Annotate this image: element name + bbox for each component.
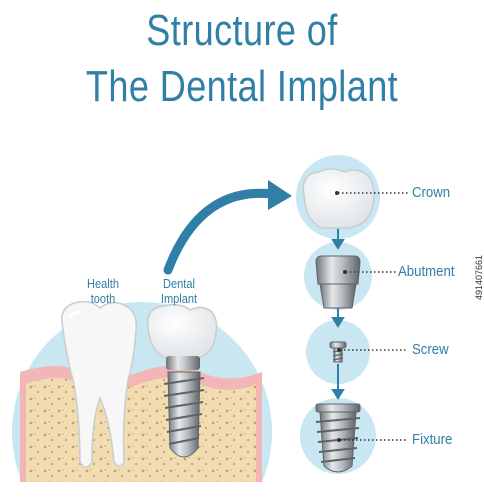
curved-arrow xyxy=(163,188,277,275)
screw-part xyxy=(329,341,347,363)
part-label-fixture: Fixture xyxy=(412,431,453,448)
part-label-crown: Crown xyxy=(412,184,451,201)
title-line-1: Structure of xyxy=(146,6,338,55)
stock-id: 491407661 xyxy=(474,254,484,300)
label-health-tooth-text: Health tooth xyxy=(87,276,119,306)
part-label-screw: Screw xyxy=(412,341,449,358)
implant-abutment xyxy=(166,356,200,370)
label-dental-implant: Dental Implant xyxy=(153,276,206,306)
abutment-part xyxy=(315,255,361,309)
implant-crown xyxy=(147,303,218,359)
crown-part xyxy=(302,168,375,229)
title-line-2: The Dental Implant xyxy=(85,62,399,111)
label-dental-implant-text: Dental Implant xyxy=(160,276,198,306)
label-health-tooth: Health tooth xyxy=(77,276,130,306)
implant-fixture xyxy=(163,371,205,458)
fixture-part xyxy=(315,403,361,473)
healthy-tooth xyxy=(61,300,137,468)
part-label-abutment: Abutment xyxy=(398,263,455,280)
bone xyxy=(26,378,256,482)
